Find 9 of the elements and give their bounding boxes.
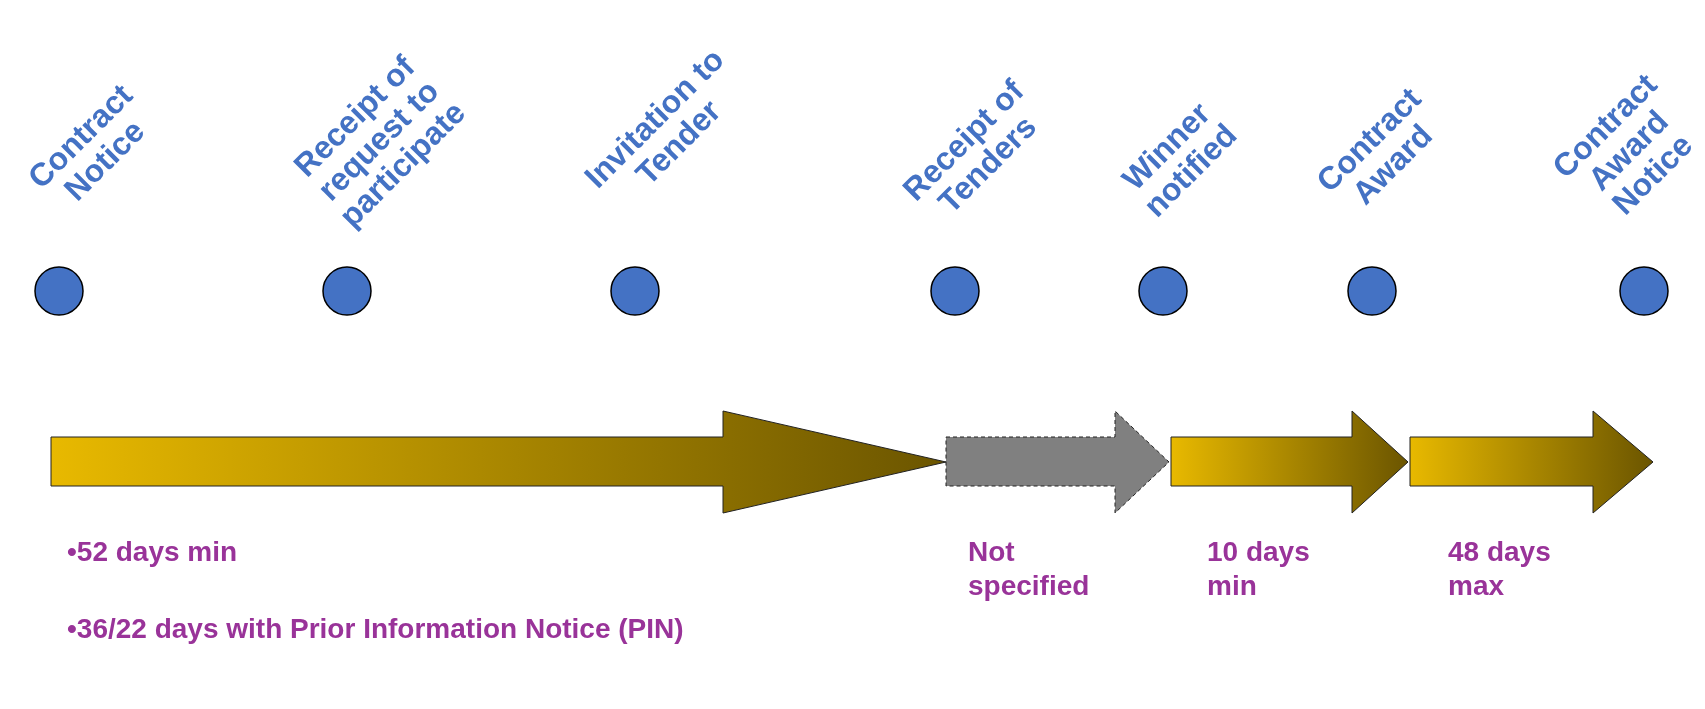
duration-note: •36/22 days with Prior Information Notice (PIN) xyxy=(67,612,684,646)
duration-note: •52 days min xyxy=(67,535,238,569)
block-arrow xyxy=(1409,410,1654,514)
duration-text: 10 days min xyxy=(1207,535,1311,603)
block-arrow xyxy=(1170,410,1409,514)
block-arrow xyxy=(945,410,1170,514)
duration-text: Not specified xyxy=(968,535,1091,603)
block-arrow xyxy=(50,410,947,514)
duration-text: 48 days max xyxy=(1448,535,1552,603)
